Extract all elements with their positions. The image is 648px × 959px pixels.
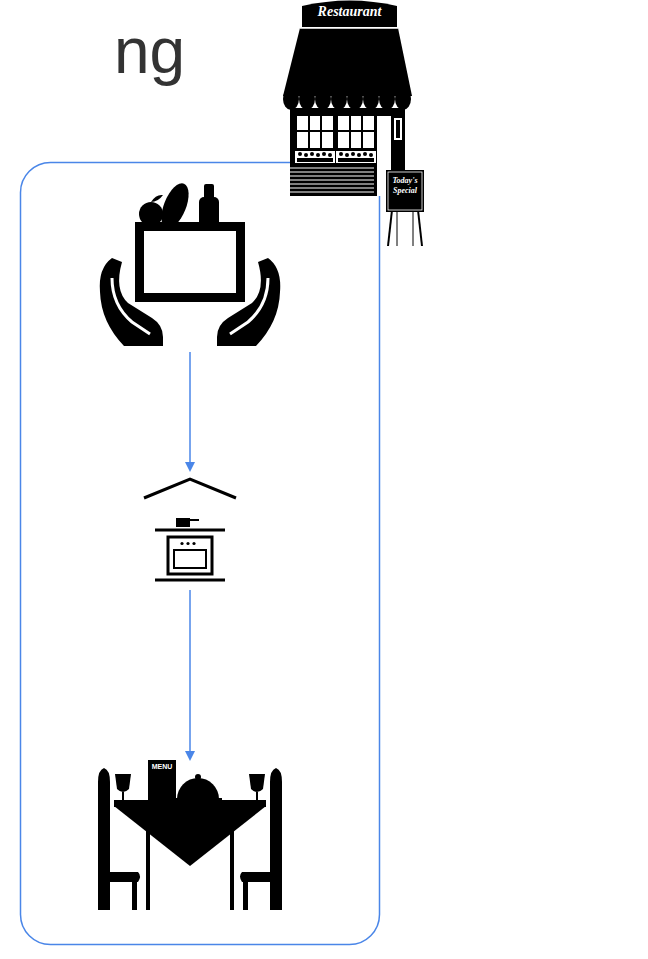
chair-left	[98, 768, 140, 910]
pot	[176, 518, 190, 527]
kitchen-icon	[144, 479, 236, 580]
floor	[155, 579, 225, 582]
awning-seam	[300, 27, 398, 29]
hand-right	[217, 258, 280, 346]
specials-board-text: Today's Special	[389, 176, 421, 196]
grocery-box	[140, 227, 241, 298]
roof	[144, 479, 236, 498]
dining-icon	[98, 760, 282, 910]
flow-arrow	[185, 590, 195, 761]
oven	[168, 537, 212, 574]
awning-dome	[302, 1, 397, 28]
windows	[297, 116, 374, 148]
tablecloth	[114, 806, 266, 866]
restaurant-icon	[283, 1, 424, 247]
page-title: ng	[114, 14, 234, 88]
side-window	[394, 118, 402, 140]
wine-glass	[249, 774, 265, 800]
menu-text: MENU	[148, 762, 176, 771]
wine-glass	[115, 774, 131, 800]
flow-arrow	[185, 352, 195, 472]
specials-board	[386, 170, 424, 246]
awning-scallops	[283, 88, 411, 110]
menu-card	[148, 760, 176, 801]
wall-stripes	[290, 168, 374, 192]
table-top	[114, 800, 266, 807]
shop-sign: Restaurant	[302, 3, 397, 20]
chair-right	[240, 768, 282, 910]
counter	[155, 529, 225, 532]
awning	[283, 28, 412, 96]
hand-left	[100, 258, 163, 346]
groceries-icon	[100, 180, 281, 346]
group-frame	[21, 163, 380, 945]
cloche	[177, 778, 219, 799]
flower-boxes	[295, 151, 376, 163]
